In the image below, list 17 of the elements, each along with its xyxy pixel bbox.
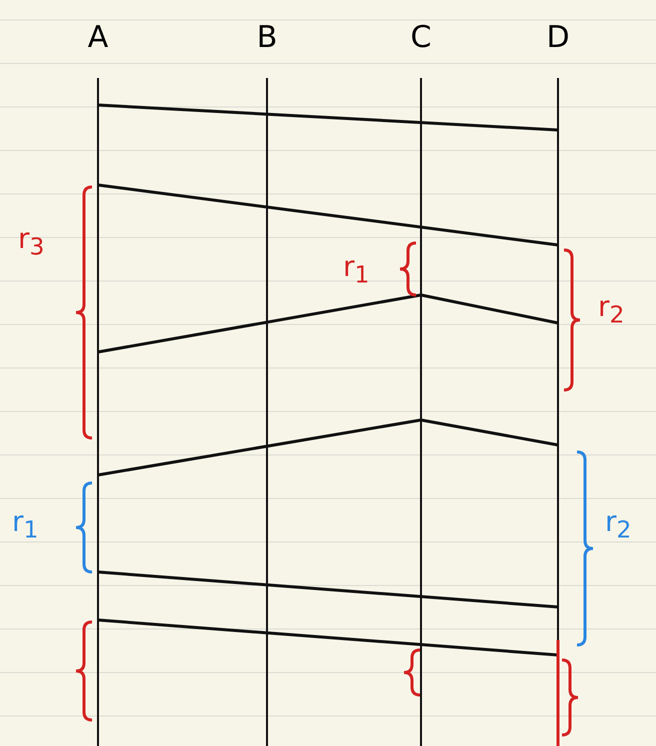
lifeline-heading: C bbox=[410, 20, 432, 56]
message-line bbox=[98, 294, 422, 354]
message-line bbox=[420, 418, 558, 446]
message-line bbox=[98, 184, 558, 246]
lifeline-heading: A bbox=[86, 20, 110, 56]
message-line bbox=[98, 104, 558, 132]
interval-label: r$_{2}$ bbox=[605, 505, 632, 546]
message-line bbox=[98, 418, 422, 476]
lifeline-heading: B bbox=[256, 20, 278, 56]
lifeline-heading: D bbox=[545, 20, 571, 56]
interval-label: r$_{1}$ bbox=[12, 505, 38, 546]
interval-label: r$_{1}$ bbox=[343, 250, 370, 291]
message-line bbox=[98, 570, 558, 608]
message-line bbox=[420, 294, 558, 324]
interval-label: r$_{2}$ bbox=[598, 290, 624, 331]
interval-label: r$_{3}$ bbox=[18, 222, 44, 263]
message-line bbox=[98, 618, 558, 656]
